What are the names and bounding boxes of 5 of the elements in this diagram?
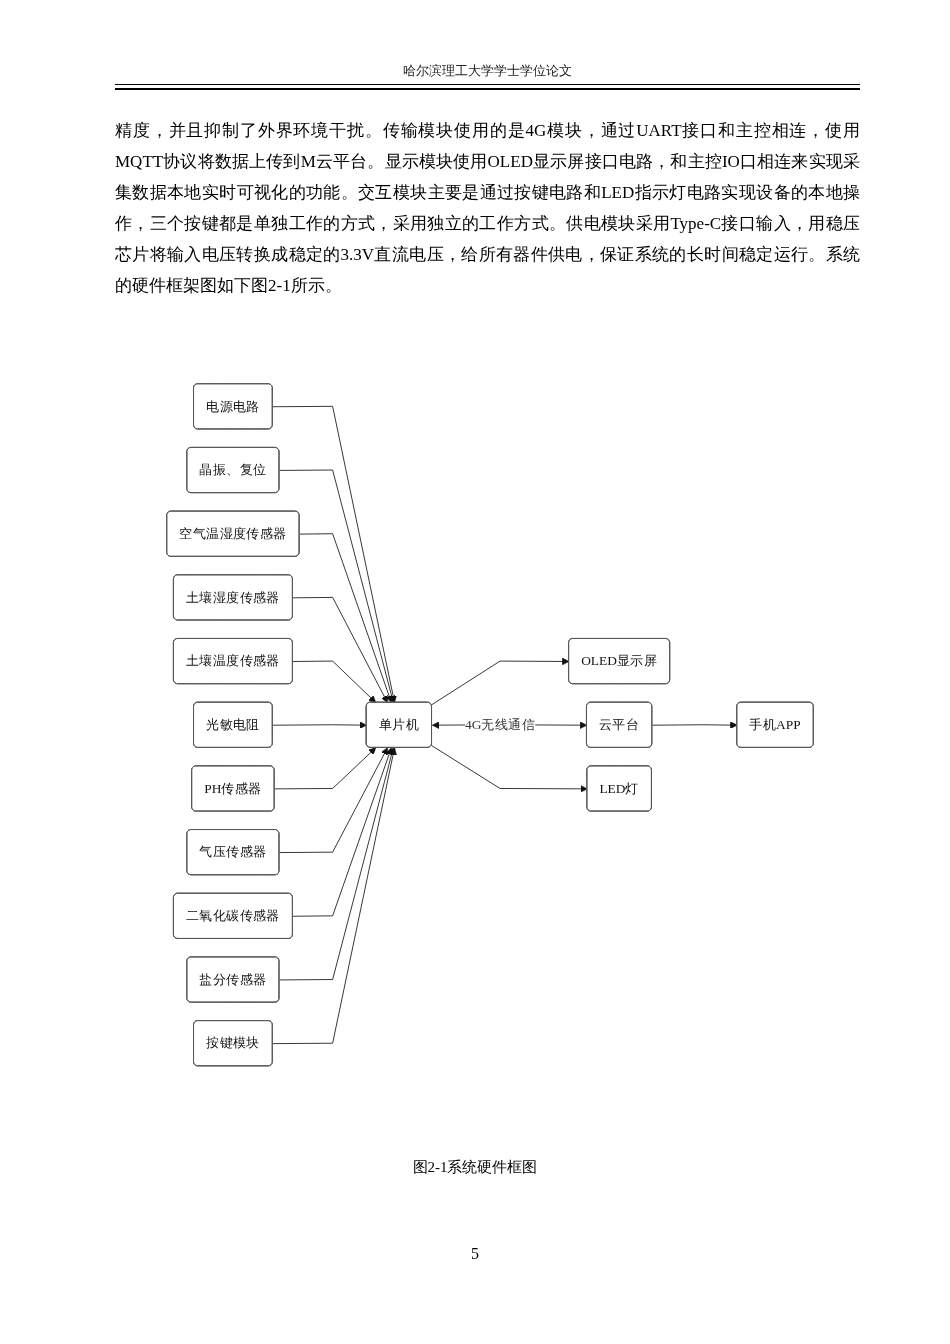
body-paragraph: 精度，并且抑制了外界环境干扰。传输模块使用的是4G模块，通过UART接口和主控相连，使用MQTT协议将数据上传到M云平台。显示模块使用OLED显示屏接口电路，和主控IO口相连来实现采集数据本地实时可视化的功能。交互模块主要是通过按键电路和LED指示灯电路实现设备的本地操作，三个按键都是单独工作的方式，采用独立的工作方式。供电模块采用Type-C接口输入，用稳压芯片将输入电压转换成稳定的3.3V直流电压，给所有器件供电，保证系统的长时间稳定运行。系统的硬件框架图如下图2-1所示。 <box>115 120 860 297</box>
page-number: 5 <box>471 1245 479 1263</box>
edge-label: 4G无线通信 <box>465 717 536 732</box>
running-header: 哈尔滨理工大学学士学位论文 <box>403 62 572 80</box>
figure-caption: 图2-1系统硬件框图 <box>412 1158 538 1177</box>
